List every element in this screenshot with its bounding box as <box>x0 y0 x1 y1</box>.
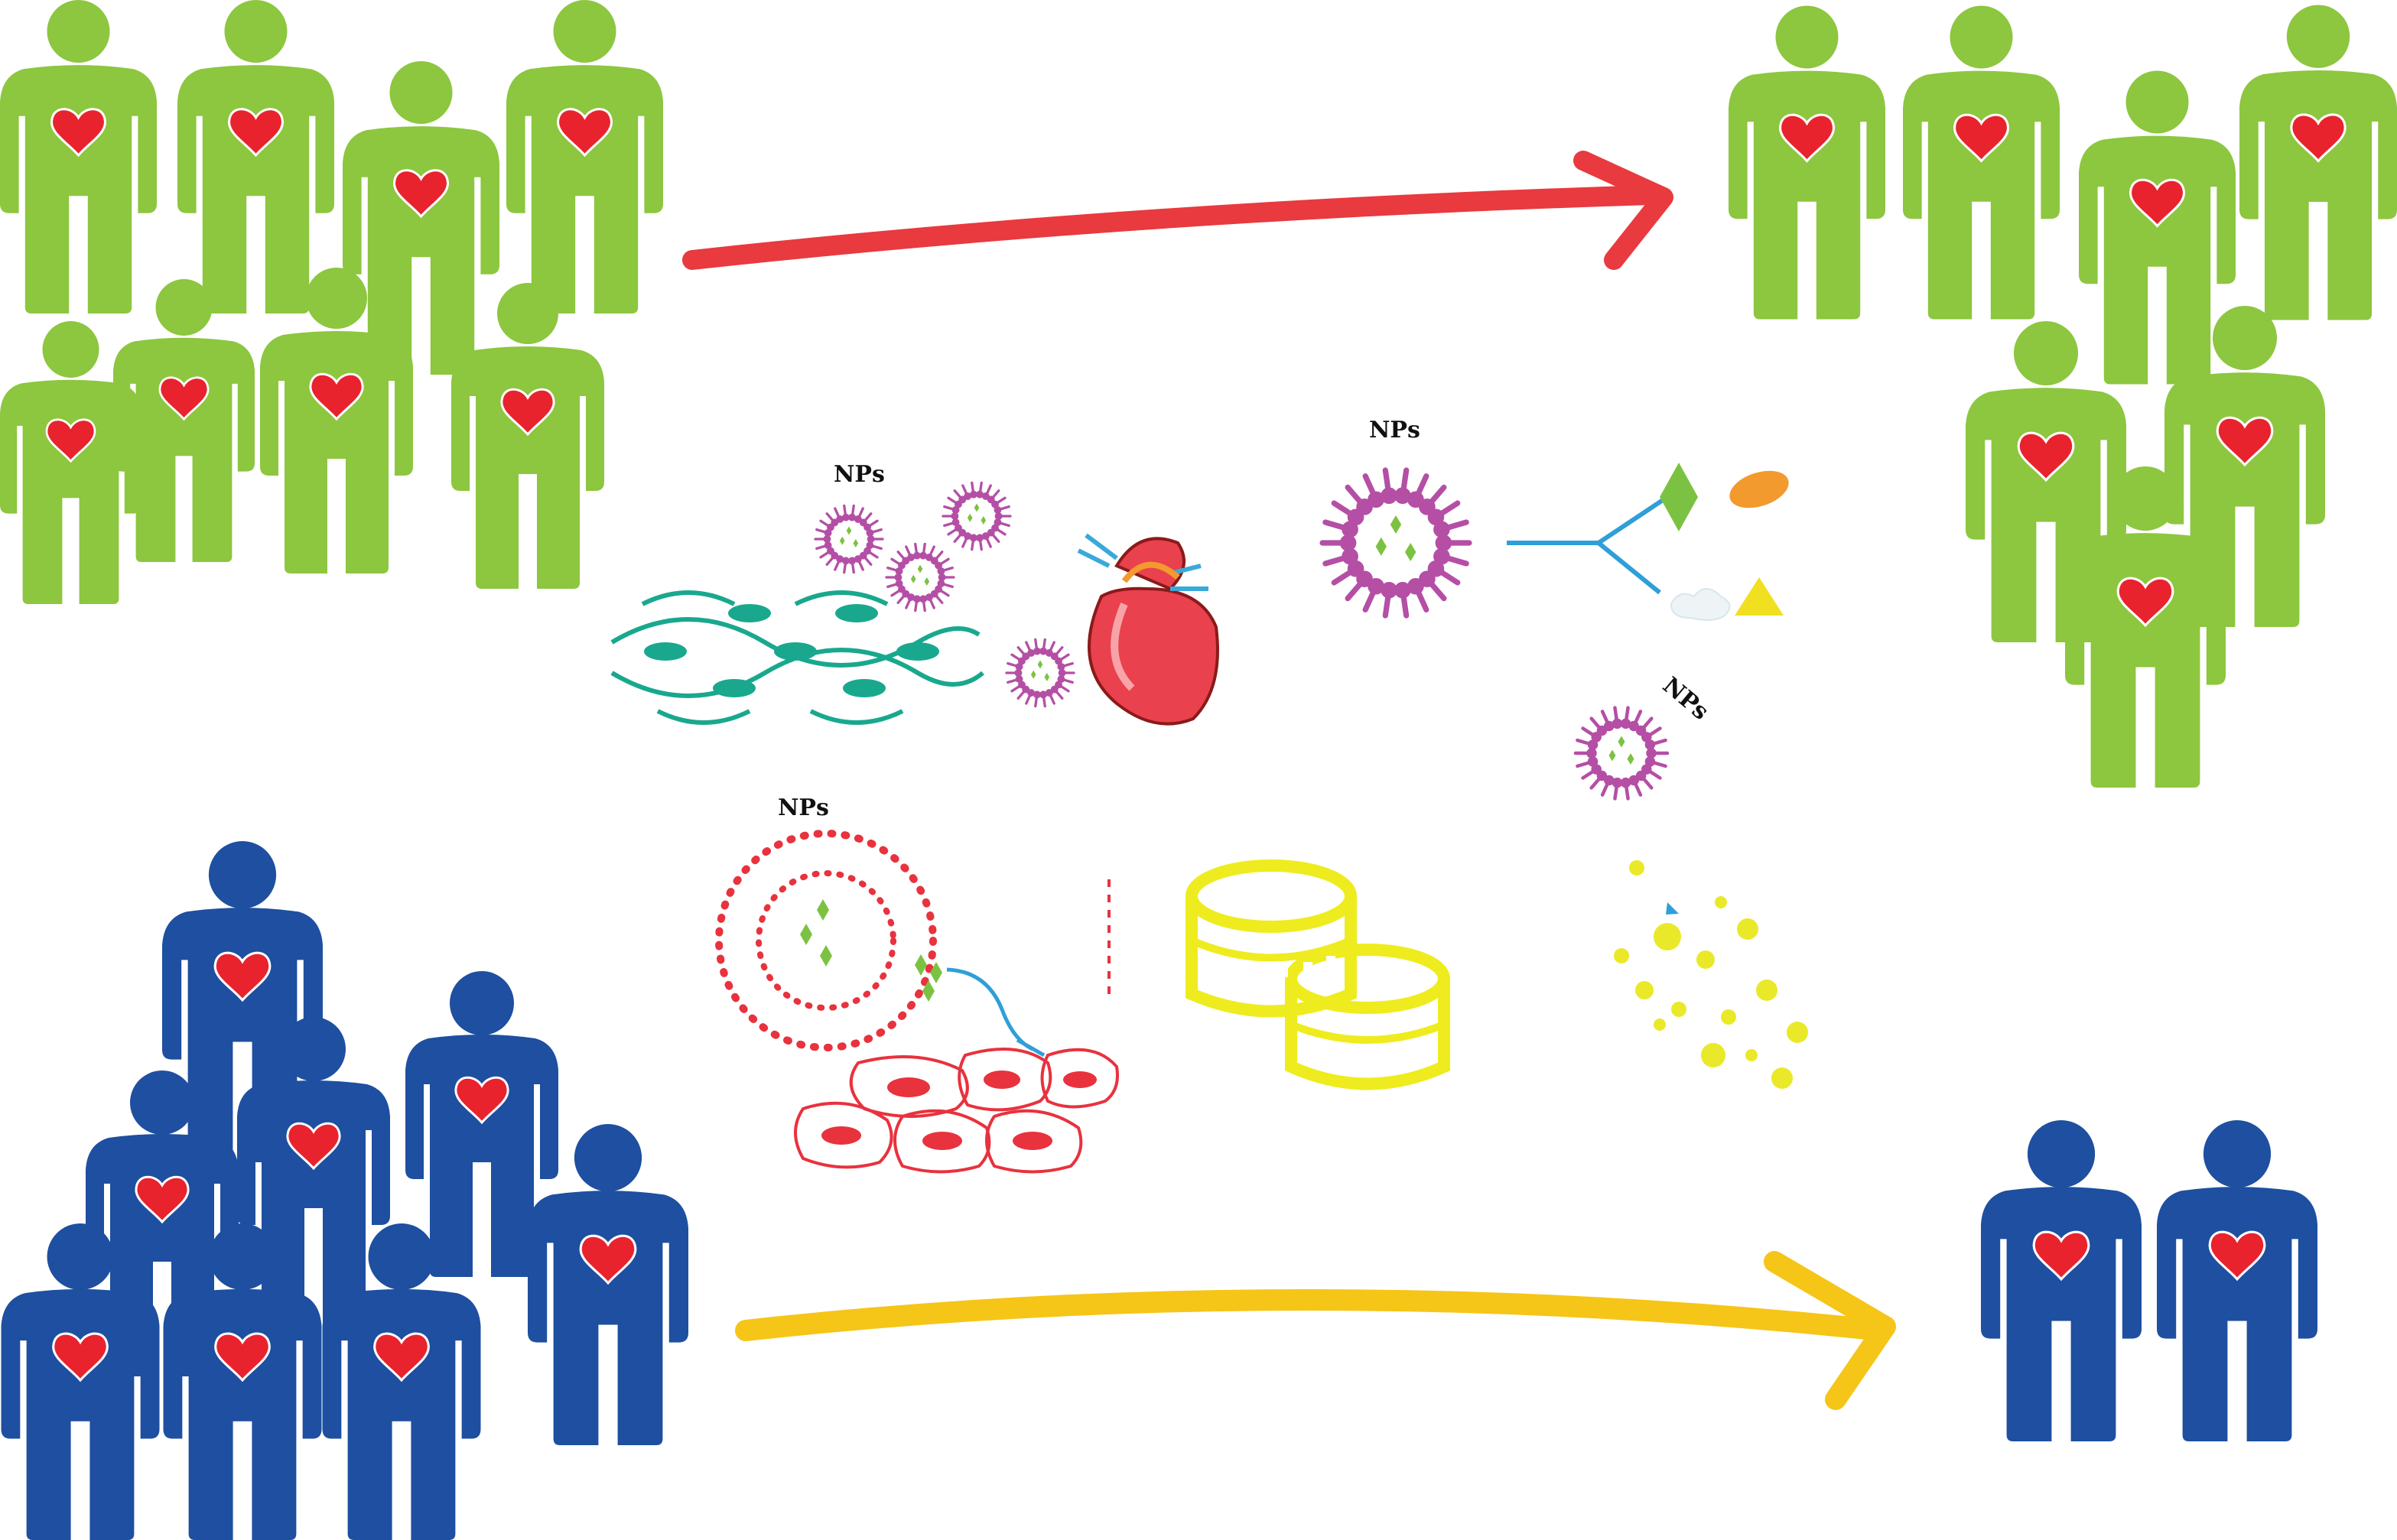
person-icon <box>1729 4 1885 321</box>
cell-icon <box>644 642 687 661</box>
red-arrow <box>682 151 1673 270</box>
released-drug-icon <box>915 954 942 1002</box>
cloud-target <box>1670 588 1731 621</box>
yellow-particles <box>1614 860 1808 1089</box>
green-diamond-target <box>1660 463 1698 531</box>
cluster-np-cell-targeting: NPs <box>610 461 1219 726</box>
cell-icon <box>728 604 771 622</box>
arrow-icon <box>682 185 1662 270</box>
cell-icon <box>893 1109 991 1174</box>
cell-icon <box>1040 1048 1119 1109</box>
arrow-head <box>1573 151 1673 270</box>
red-cell-layer <box>794 1048 1119 1174</box>
orange-ellipse-target <box>1729 470 1789 508</box>
person-icon <box>1903 4 2060 321</box>
nanoparticle-icon <box>942 481 1012 551</box>
cell-icon <box>896 642 939 661</box>
np-label: NPs <box>1369 417 1420 443</box>
person-icon <box>506 0 663 314</box>
cell-icon <box>794 1101 893 1169</box>
blue-marker-icon <box>1666 902 1679 915</box>
cell-icon <box>774 642 817 661</box>
nanoparticle-icon <box>1005 638 1075 708</box>
person-icon <box>0 0 157 314</box>
nanoparticle-icon <box>814 504 884 574</box>
cluster-liposome-red-cells: NPs <box>715 794 1119 1174</box>
np-label: NPs <box>1657 672 1714 726</box>
person-icon <box>2239 3 2397 322</box>
cell-icon <box>835 604 878 622</box>
person-icon <box>177 0 334 314</box>
antibody-icon <box>1507 495 1669 595</box>
coin-notches <box>1208 956 1435 1061</box>
np-label: NPs <box>778 794 829 821</box>
cluster-np-dispersion: NPs <box>1576 672 1808 1089</box>
arrow-head <box>1764 1251 1896 1410</box>
liposome-icon <box>715 830 937 1051</box>
coin-stack-icon <box>1185 859 1450 1090</box>
antibody-icon <box>946 967 1046 1058</box>
group-top-left-green-people <box>0 0 663 606</box>
person-icon <box>2079 69 2236 386</box>
nanoparticle-icon <box>1576 708 1667 799</box>
nanoparticle-icon <box>885 542 955 612</box>
np-label: NPs <box>834 461 885 488</box>
person-icon <box>2157 1120 2317 1441</box>
group-bottom-left-blue-people <box>0 841 688 1540</box>
person-icon <box>343 61 499 375</box>
cell-icon <box>985 1109 1083 1174</box>
cell-icon <box>958 1048 1052 1112</box>
arrow-icon <box>735 1289 1892 1341</box>
group-top-right-green-people <box>1729 3 2397 788</box>
person-icon <box>1981 1120 2142 1441</box>
heart-organ-icon <box>1077 533 1219 726</box>
green-cell-nuclei <box>644 604 939 697</box>
cell-icon <box>849 1055 969 1118</box>
nanoparticle-icon <box>1322 470 1469 616</box>
red-cell-nuclei <box>821 1071 1097 1150</box>
cluster-np-antibody-targets: NPs <box>1322 417 1789 621</box>
cell-icon <box>713 679 756 697</box>
cell-icon <box>843 679 886 697</box>
yellow-arrow <box>735 1251 1896 1410</box>
group-bottom-right-blue-people <box>1981 1120 2317 1441</box>
yellow-triangle-target <box>1735 577 1784 616</box>
